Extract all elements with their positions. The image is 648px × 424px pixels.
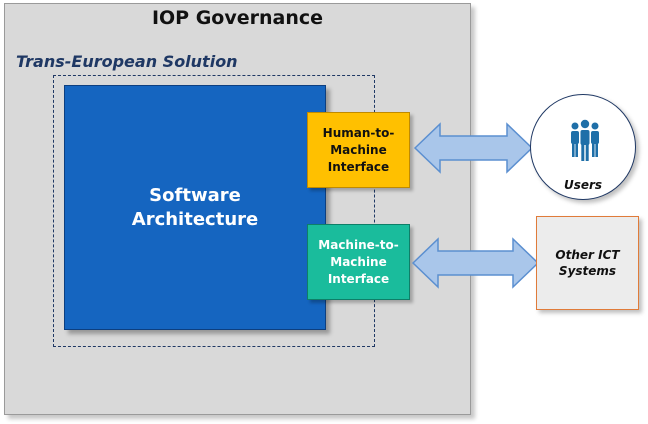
trans-european-solution-label: Trans-European Solution [16,52,238,71]
machine-to-machine-interface-box: Machine-to- Machine Interface [307,224,410,300]
other-ict-systems-box: Other ICT Systems [536,216,639,310]
iop-governance-title: IOP Governance [151,7,324,29]
trans-european-solution-boundary [53,75,375,347]
software-architecture-label: Software Architecture [131,184,259,230]
software-architecture-box: Software Architecture [64,85,326,330]
other-ict-systems-label: Other ICT Systems [555,248,620,278]
users-label: Users [563,178,603,192]
users-icon [571,119,599,161]
users-double-arrow [413,122,534,174]
other-systems-double-arrow [411,237,540,289]
human-to-machine-interface-box: Human-to- Machine Interface [307,112,410,188]
